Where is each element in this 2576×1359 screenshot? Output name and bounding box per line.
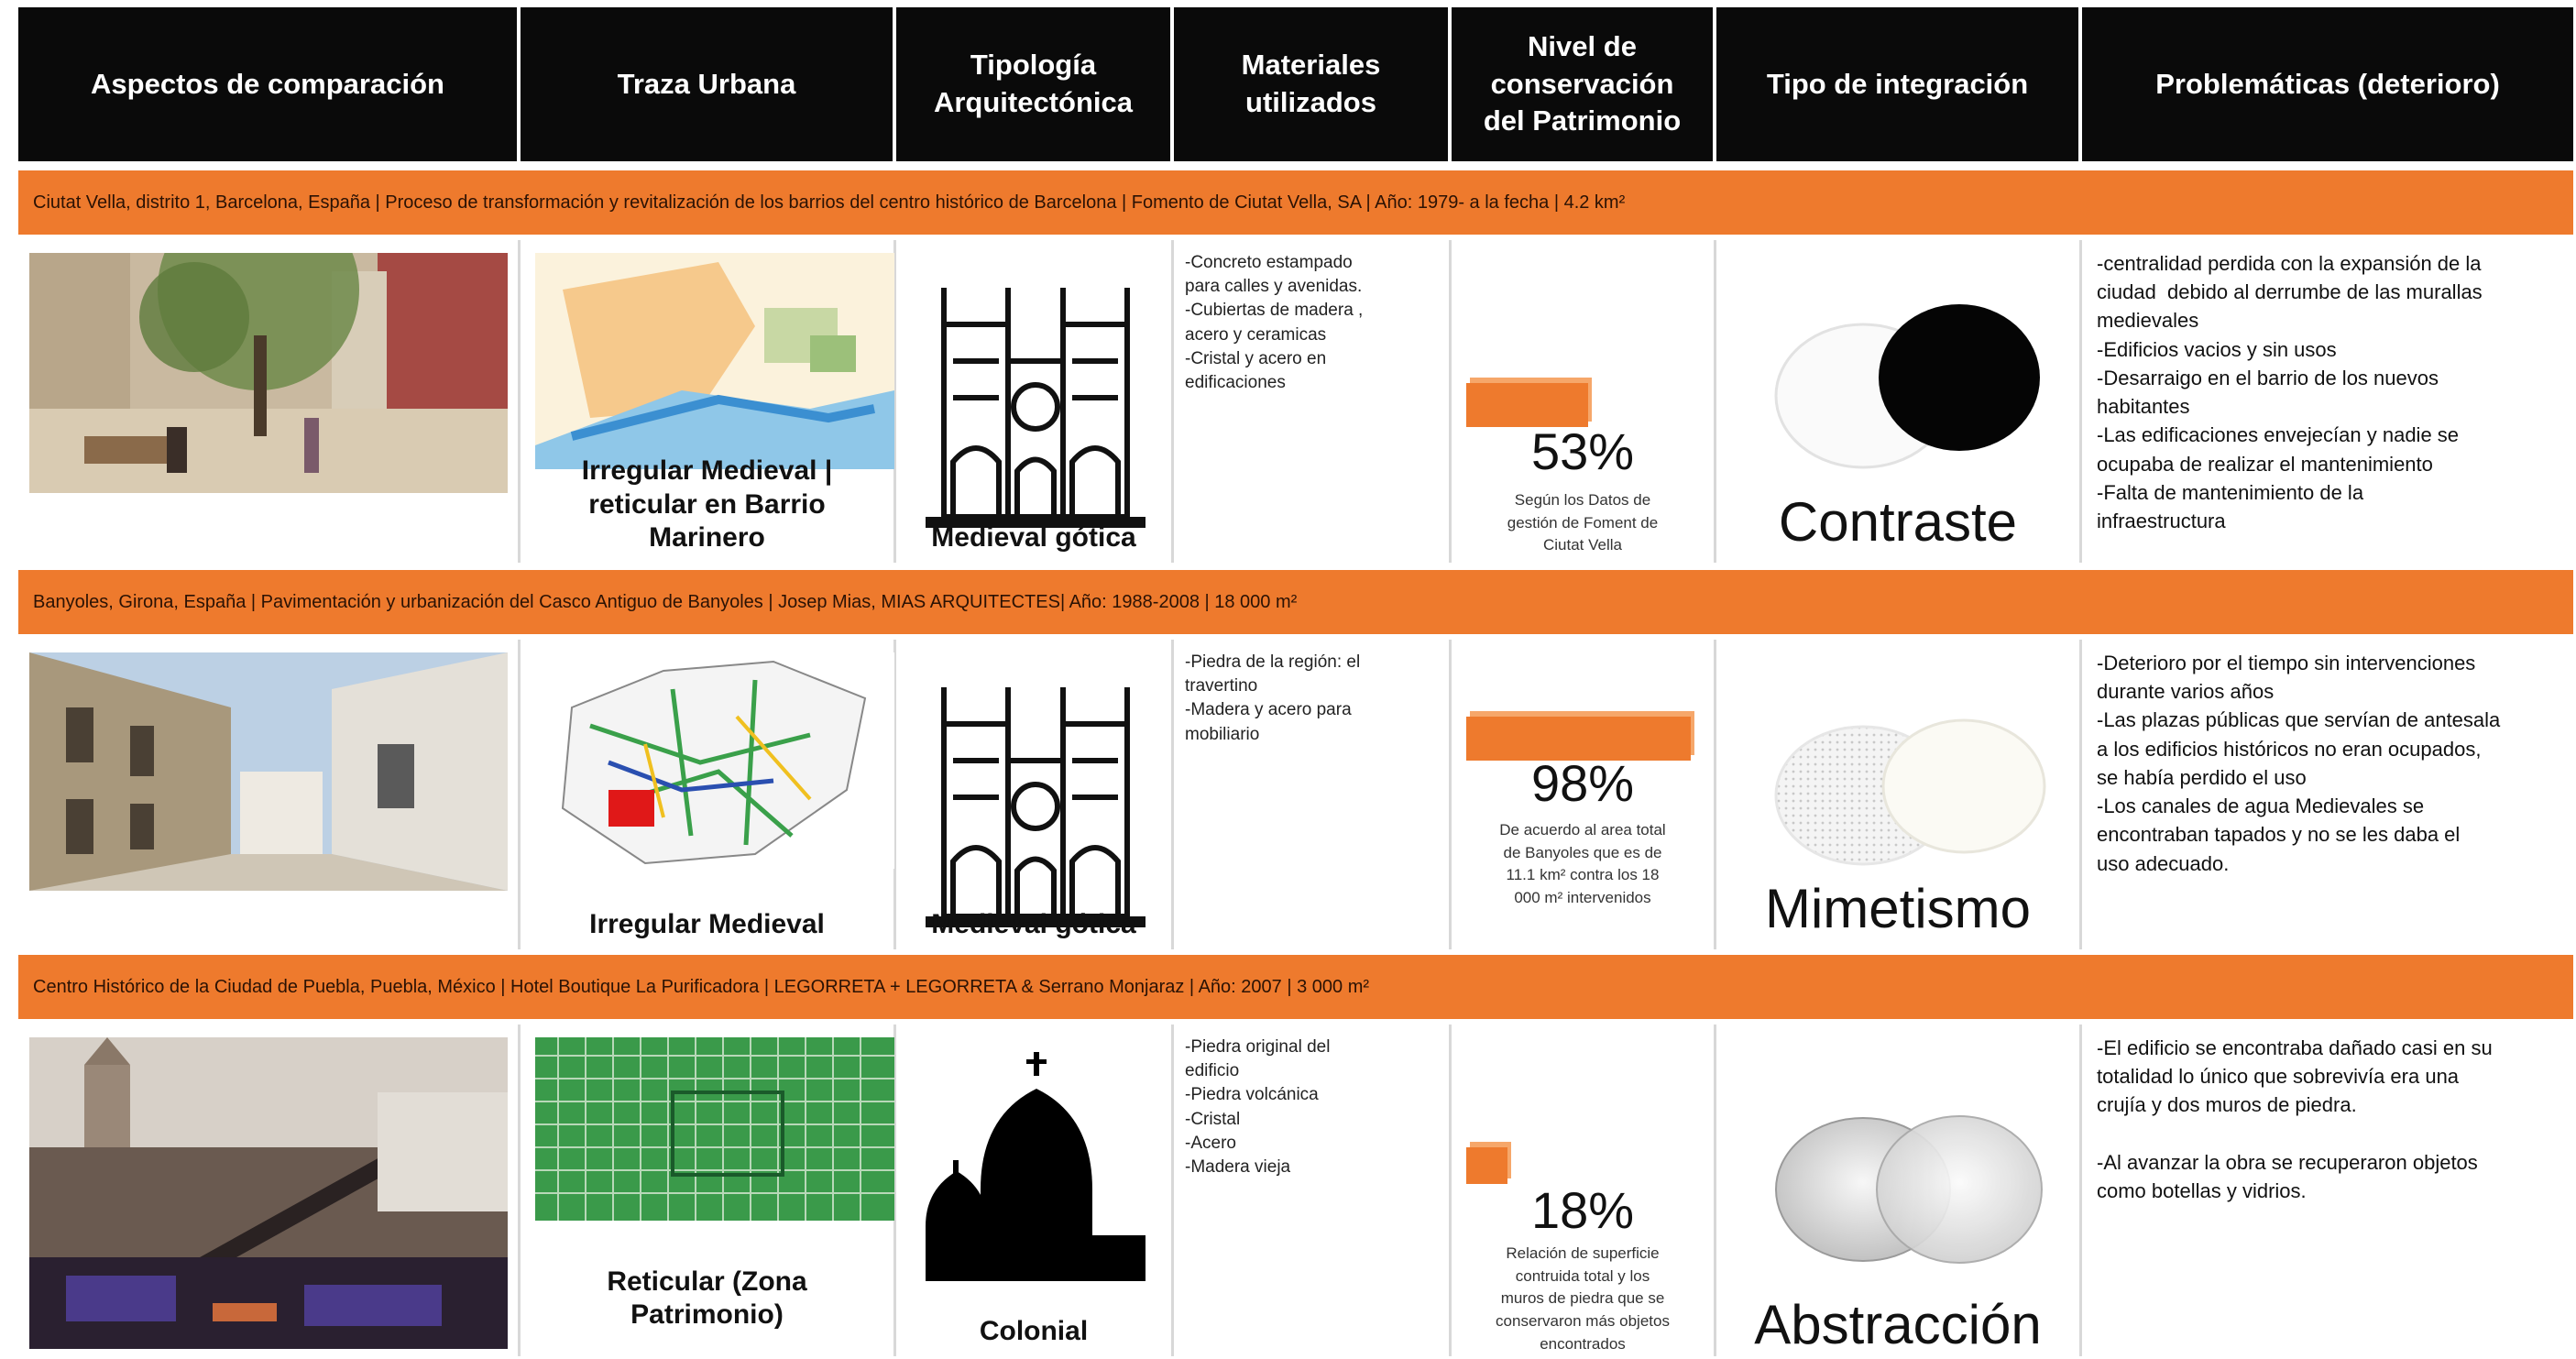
case-band-banyoles: Banyoles, Girona, España | Pavimentación… [18, 570, 2573, 634]
conservacion-percent: 53% [1530, 422, 1635, 480]
materiales-text: -Piedra de la región: el travertino -Mad… [1185, 652, 1361, 744]
conservacion-bar [1466, 1147, 1507, 1184]
map-banyoles [535, 652, 894, 869]
conservacion-percent: 18% [1530, 1181, 1635, 1239]
integracion-cell: Abstracción [1716, 1025, 2082, 1356]
tipologia-cell: Medieval gótica [896, 240, 1174, 563]
traza-cell: Reticular (Zona Patrimonio) [521, 1025, 896, 1356]
tipologia-cell: Medieval gótica [896, 640, 1174, 949]
tipologia-cell: Colonial [896, 1025, 1174, 1356]
traza-label: Irregular Medieval [589, 909, 825, 940]
conservacion-note: Relación de superficie contruida total y… [1496, 1244, 1670, 1353]
header-tipologia: Tipología Arquitectónica [896, 7, 1174, 161]
tipologia-label: Medieval gótica [931, 909, 1136, 939]
traza-cell: Irregular Medieval [521, 640, 896, 949]
case-row-banyoles: Irregular Medieval Medieval gótica -Pied… [18, 640, 2573, 949]
case-row-puebla: Reticular (Zona Patrimonio) Colonial -Pi… [18, 1025, 2573, 1356]
conservacion-bar [1466, 383, 1588, 427]
conservacion-cell: 53% Según los Datos de gestión de Foment… [1452, 240, 1716, 563]
problematicas-text: -Deterioro por el tiempo sin intervencio… [2097, 652, 2501, 875]
traza-label: Reticular (Zona Patrimonio) [607, 1266, 807, 1331]
problematicas-cell: -El edificio se encontraba dañado casi e… [2082, 1025, 2573, 1356]
problematicas-cell: -Deterioro por el tiempo sin intervencio… [2082, 640, 2573, 949]
materiales-cell: -Piedra de la región: el travertino -Mad… [1174, 640, 1452, 949]
traza-label: Irregular Medieval | reticular en Barrio… [581, 455, 833, 553]
header-conservacion: Nivel de conservación del Patrimonio [1452, 7, 1716, 161]
map-barcelona [535, 253, 894, 469]
integracion-cell: Contraste [1716, 240, 2082, 563]
materiales-text: -Piedra original del edificio -Piedra vo… [1185, 1037, 1331, 1178]
photo-banyoles-square [29, 652, 508, 891]
conservacion-note: Según los Datos de gestión de Foment de … [1507, 491, 1659, 554]
problematicas-text: -El edificio se encontraba dañado casi e… [2097, 1036, 2493, 1203]
case-row-barcelona: Irregular Medieval | reticular en Barrio… [18, 240, 2573, 563]
header-integracion: Tipo de integración [1716, 7, 2082, 161]
integracion-cell: Mimetismo [1716, 640, 2082, 949]
photo-barcelona-street [29, 253, 508, 493]
gothic-cathedral-icon [926, 288, 1145, 528]
case-band-puebla: Centro Histórico de la Ciudad de Puebla,… [18, 955, 2573, 1019]
tipologia-label: Colonial [979, 1316, 1089, 1346]
gothic-cathedral-icon [926, 687, 1145, 927]
map-puebla [535, 1037, 894, 1221]
integracion-label: Abstracción [1754, 1294, 2042, 1355]
problematicas-cell: -centralidad perdida con la expansión de… [2082, 240, 2573, 563]
photo-cell [18, 640, 521, 949]
case-band-barcelona: Ciutat Vella, distrito 1, Barcelona, Esp… [18, 170, 2573, 235]
conservacion-bar [1466, 717, 1691, 761]
abstraction-circles-icon [1775, 1115, 2043, 1264]
contrast-circles-icon [1774, 304, 2040, 469]
mimicry-circles-icon [1774, 718, 2046, 866]
materiales-cell: -Concreto estampado para calles y avenid… [1174, 240, 1452, 563]
conservacion-cell: 18% Relación de superficie contruida tot… [1452, 1025, 1716, 1356]
header-traza: Traza Urbana [521, 7, 896, 161]
materiales-text: -Concreto estampado para calles y avenid… [1185, 253, 1364, 393]
header-problematicas: Problemáticas (deterioro) [2082, 7, 2573, 161]
integracion-label: Contraste [1778, 491, 2018, 553]
conservacion-note: De acuerdo al area total de Banyoles que… [1499, 821, 1666, 906]
conservacion-percent: 98% [1530, 754, 1635, 812]
tipologia-label: Medieval gótica [931, 522, 1136, 553]
photo-cell [18, 1025, 521, 1356]
photo-puebla-hotel [29, 1037, 508, 1349]
problematicas-text: -centralidad perdida con la expansión de… [2097, 252, 2483, 533]
photo-cell [18, 240, 521, 563]
integracion-label: Mimetismo [1764, 878, 2031, 939]
traza-cell: Irregular Medieval | reticular en Barrio… [521, 240, 896, 563]
conservacion-cell: 98% De acuerdo al area total de Banyoles… [1452, 640, 1716, 949]
materiales-cell: -Piedra original del edificio -Piedra vo… [1174, 1025, 1452, 1356]
table-header: Aspectos de comparación Traza Urbana Tip… [18, 7, 2573, 161]
header-materiales: Materiales utilizados [1174, 7, 1452, 161]
header-aspectos: Aspectos de comparación [18, 7, 521, 161]
colonial-church-icon [926, 1052, 1145, 1281]
